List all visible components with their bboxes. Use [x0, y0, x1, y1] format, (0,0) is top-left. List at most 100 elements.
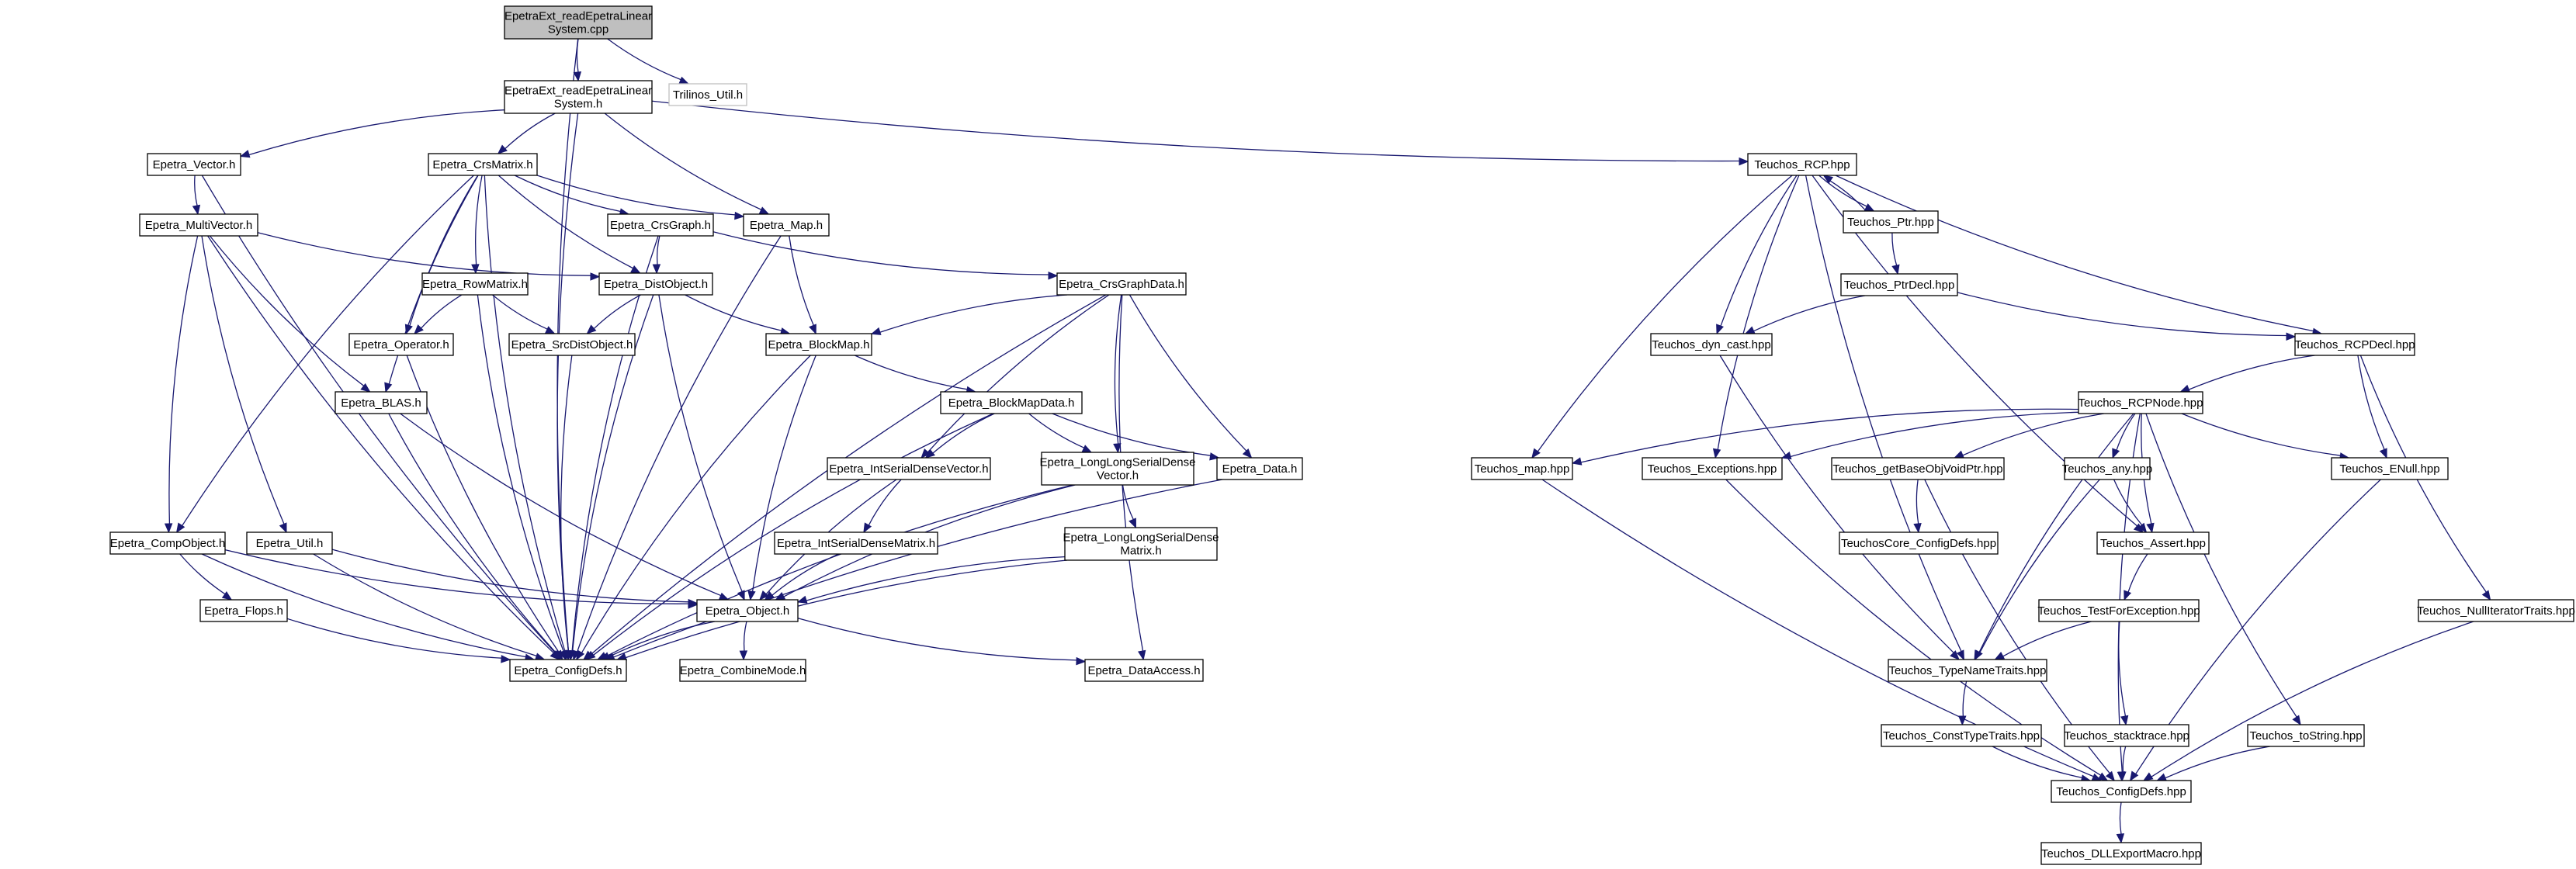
node-rcpDecl[interactable]: Teuchos_RCPDecl.hpp [2294, 333, 2415, 356]
edge-readH-to-map [604, 113, 770, 215]
edge-rcpNode-to-any [2112, 413, 2136, 459]
edge-arrowhead [747, 590, 756, 601]
node-label: Teuchos_ENull.hpp [2339, 462, 2439, 476]
node-rcp[interactable]: Teuchos_RCP.hpp [1747, 153, 1857, 176]
node-flops[interactable]: Epetra_Flops.h [199, 599, 288, 622]
node-crsGraph[interactable]: Epetra_CrsGraph.h [607, 213, 714, 237]
node-dllExport[interactable]: Teuchos_DLLExportMacro.hpp [2040, 842, 2202, 865]
node-compObject[interactable]: Epetra_CompObject.h [109, 531, 226, 555]
edge-object-to-combineMode [739, 621, 748, 661]
node-crsMatrix[interactable]: Epetra_CrsMatrix.h [428, 153, 538, 176]
edge-line [1052, 413, 1211, 456]
edge-line [1916, 479, 1919, 525]
node-crsGraphData[interactable]: Epetra_CrsGraphData.h [1056, 272, 1187, 296]
edge-line [1580, 408, 2079, 463]
node-vector[interactable]: Epetra_Vector.h [147, 153, 241, 176]
node-box [139, 213, 258, 237]
edge-arrowhead [1744, 326, 1756, 334]
node-label: Teuchos_NullIteratorTraits.hpp [2417, 604, 2575, 618]
node-nullIter[interactable]: Teuchos_NullIteratorTraits.hpp [2417, 599, 2575, 622]
edge-line [751, 355, 816, 592]
node-enull[interactable]: Teuchos_ENull.hpp [2331, 457, 2449, 480]
node-rowMatrix[interactable]: Epetra_RowMatrix.h [421, 272, 529, 296]
node-blockMap[interactable]: Epetra_BlockMap.h [765, 333, 872, 356]
edge-arrowhead [1242, 448, 1253, 459]
edge-arrowhead [1864, 203, 1875, 212]
edge-testForExc-to-typeName [1994, 621, 2092, 660]
node-toString[interactable]: Teuchos_toString.hpp [2247, 724, 2365, 747]
node-ptrDecl[interactable]: Teuchos_PtrDecl.hpp [1840, 273, 1958, 296]
node-box [1041, 452, 1194, 486]
node-coreConfig[interactable]: TeuchosCore_ConfigDefs.hpp [1839, 531, 1999, 555]
node-configDefs[interactable]: Epetra_ConfigDefs.h [509, 659, 627, 682]
node-any[interactable]: Teuchos_any.hpp [2062, 457, 2152, 480]
node-blas[interactable]: Epetra_BLAS.h [335, 391, 428, 414]
node-trilinosUtil[interactable]: Trilinos_Util.h [668, 83, 747, 106]
edge-arrowhead [1048, 272, 1059, 280]
edge-arrowhead [759, 590, 769, 601]
node-combineMode[interactable]: Epetra_CombineMode.h [679, 659, 806, 682]
edge-nullIter-to-tConfig [2142, 621, 2474, 781]
edge-arrowhead [590, 272, 601, 281]
edge-llSerialMat-to-object [796, 556, 1066, 604]
edge-line [331, 549, 689, 603]
edge-line [560, 355, 573, 652]
edge-ptr-to-rcp [1822, 175, 1867, 212]
node-getBase[interactable]: Teuchos_getBaseObjVoidPtr.hpp [1831, 457, 2005, 480]
node-testForExc[interactable]: Teuchos_TestForException.hpp [2037, 599, 2200, 622]
node-operator[interactable]: Epetra_Operator.h [348, 333, 454, 356]
edge-arrowhead [2379, 448, 2387, 459]
node-blockMapData[interactable]: Epetra_BlockMapData.h [940, 391, 1083, 414]
node-intSerialVec[interactable]: Epetra_IntSerialDenseVector.h [827, 457, 991, 480]
edge-line [625, 559, 1067, 659]
node-label: Teuchos_ConfigDefs.hpp [2056, 785, 2186, 798]
edge-arrowhead [221, 591, 233, 601]
node-map[interactable]: Epetra_Map.h [743, 213, 830, 237]
node-distObject[interactable]: Epetra_DistObject.h [598, 272, 713, 296]
node-rcpNode[interactable]: Teuchos_RCPNode.hpp [2078, 391, 2203, 414]
edge-line [1992, 746, 2082, 779]
node-data[interactable]: Epetra_Data.h [1216, 457, 1303, 480]
node-label: Teuchos_getBaseObjVoidPtr.hpp [1832, 462, 2002, 476]
node-util[interactable]: Epetra_Util.h [246, 531, 333, 555]
edge-line [1829, 180, 1867, 212]
edge-rcp-to-exceptions [1712, 175, 1800, 459]
node-label: Epetra_Object.h [706, 604, 789, 618]
edge-line [1717, 175, 1800, 450]
node-label: Epetra_LongLongSerialDense [1040, 456, 1196, 469]
node-label: TeuchosCore_ConfigDefs.hpp [1841, 537, 1996, 550]
edge-util-to-configDefs [313, 553, 546, 661]
node-stacktrace[interactable]: Teuchos_stacktrace.hpp [2064, 724, 2189, 747]
node-label: EpetraExt_readEpetraLinear [504, 85, 652, 98]
edge-arrowhead [2105, 770, 2116, 782]
edge-crsGraphData-to-intSerialVec [920, 294, 1110, 459]
node-constType[interactable]: Teuchos_ConstTypeTraits.hpp [1881, 724, 2042, 747]
edge-line [179, 553, 226, 595]
edge-arrowhead [585, 650, 596, 660]
edge-line [1537, 175, 1793, 452]
edge-line [504, 113, 556, 150]
edge-exceptions-to-tConfig [1725, 479, 2109, 781]
node-dynCast[interactable]: Teuchos_dyn_cast.hpp [1650, 333, 1773, 356]
node-typeName[interactable]: Teuchos_TypeNameTraits.hpp [1888, 659, 2047, 682]
node-dataAccess[interactable]: Epetra_DataAccess.h [1084, 659, 1204, 682]
node-box [827, 457, 991, 480]
edge-line [2357, 355, 2385, 450]
node-tmap[interactable]: Teuchos_map.hpp [1471, 457, 1573, 480]
node-tConfig[interactable]: Teuchos_ConfigDefs.hpp [2051, 780, 2192, 803]
node-intSerialMat[interactable]: Epetra_IntSerialDenseMatrix.h [774, 531, 938, 555]
node-ptr[interactable]: Teuchos_Ptr.hpp [1843, 210, 1939, 234]
node-assert[interactable]: Teuchos_Assert.hpp [2096, 531, 2210, 555]
node-srcDist[interactable]: Epetra_SrcDistObject.h [508, 333, 636, 356]
node-exceptions[interactable]: Teuchos_Exceptions.hpp [1642, 457, 1783, 480]
node-label: Epetra_BlockMap.h [768, 338, 870, 351]
node-object[interactable]: Epetra_Object.h [696, 599, 799, 622]
edge-ptr-to-ptrDecl [1891, 232, 1900, 275]
node-multiVector[interactable]: Epetra_MultiVector.h [139, 213, 258, 237]
edge-rcp-to-tmap [1531, 175, 1793, 459]
